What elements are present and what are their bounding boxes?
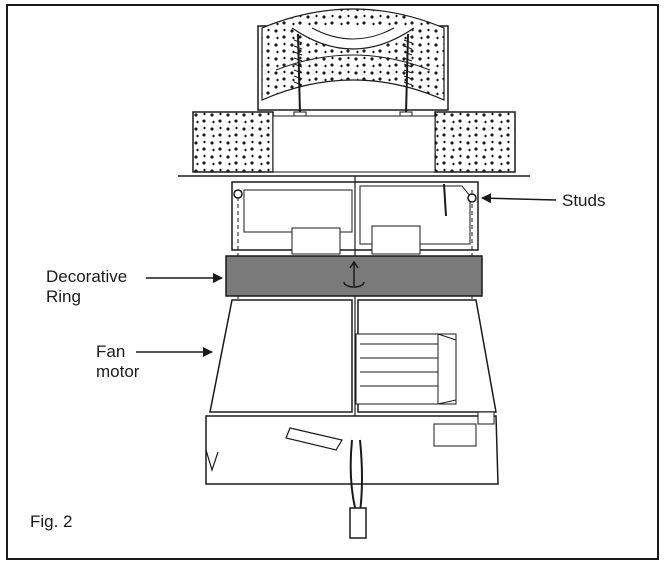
studs-label: Studs xyxy=(562,191,606,210)
fan-motor-label-line1: Fan xyxy=(96,342,126,361)
figure-frame xyxy=(6,4,659,560)
wire-leads xyxy=(349,439,367,539)
fan-motor-label-line2: motor xyxy=(96,362,140,381)
fan-motor xyxy=(209,299,497,413)
decorative-ring-label-line2: Ring xyxy=(46,287,81,306)
ceiling-junction-box xyxy=(257,8,449,111)
ceiling-insulation xyxy=(192,111,516,173)
decorative-ring-label-line1: Decorative xyxy=(46,267,128,286)
studs-arrow xyxy=(481,193,557,204)
studs xyxy=(233,183,477,217)
figure-caption: Fig. 2 xyxy=(30,512,73,531)
decorative-ring xyxy=(225,255,483,297)
